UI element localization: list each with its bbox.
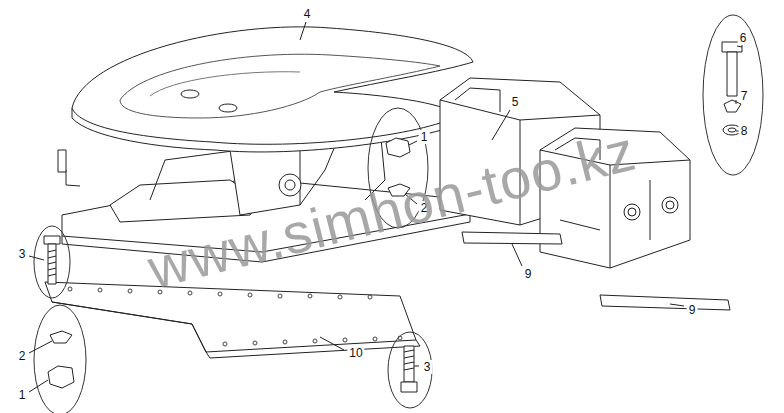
callout-number: 7 xyxy=(739,89,750,103)
callout-number: 6 xyxy=(738,31,749,45)
callout-number: 1 xyxy=(419,130,430,144)
detail-ovals xyxy=(34,15,763,413)
callout-number: 8 xyxy=(739,124,750,138)
callout-number: 4 xyxy=(302,7,313,21)
callout-number: 9 xyxy=(523,267,534,281)
callout-number: 3 xyxy=(422,360,433,374)
spacer-strip xyxy=(462,232,730,310)
leader-lines xyxy=(29,22,742,392)
callout-number: 9 xyxy=(687,303,698,317)
fasteners xyxy=(44,42,742,392)
callout-number: 5 xyxy=(510,95,521,109)
callout-number: 1 xyxy=(17,388,28,402)
callout-number: 2 xyxy=(17,349,28,363)
callout-number: 3 xyxy=(17,247,28,261)
coupling-plate xyxy=(72,27,473,152)
callout-number: 10 xyxy=(347,346,364,360)
